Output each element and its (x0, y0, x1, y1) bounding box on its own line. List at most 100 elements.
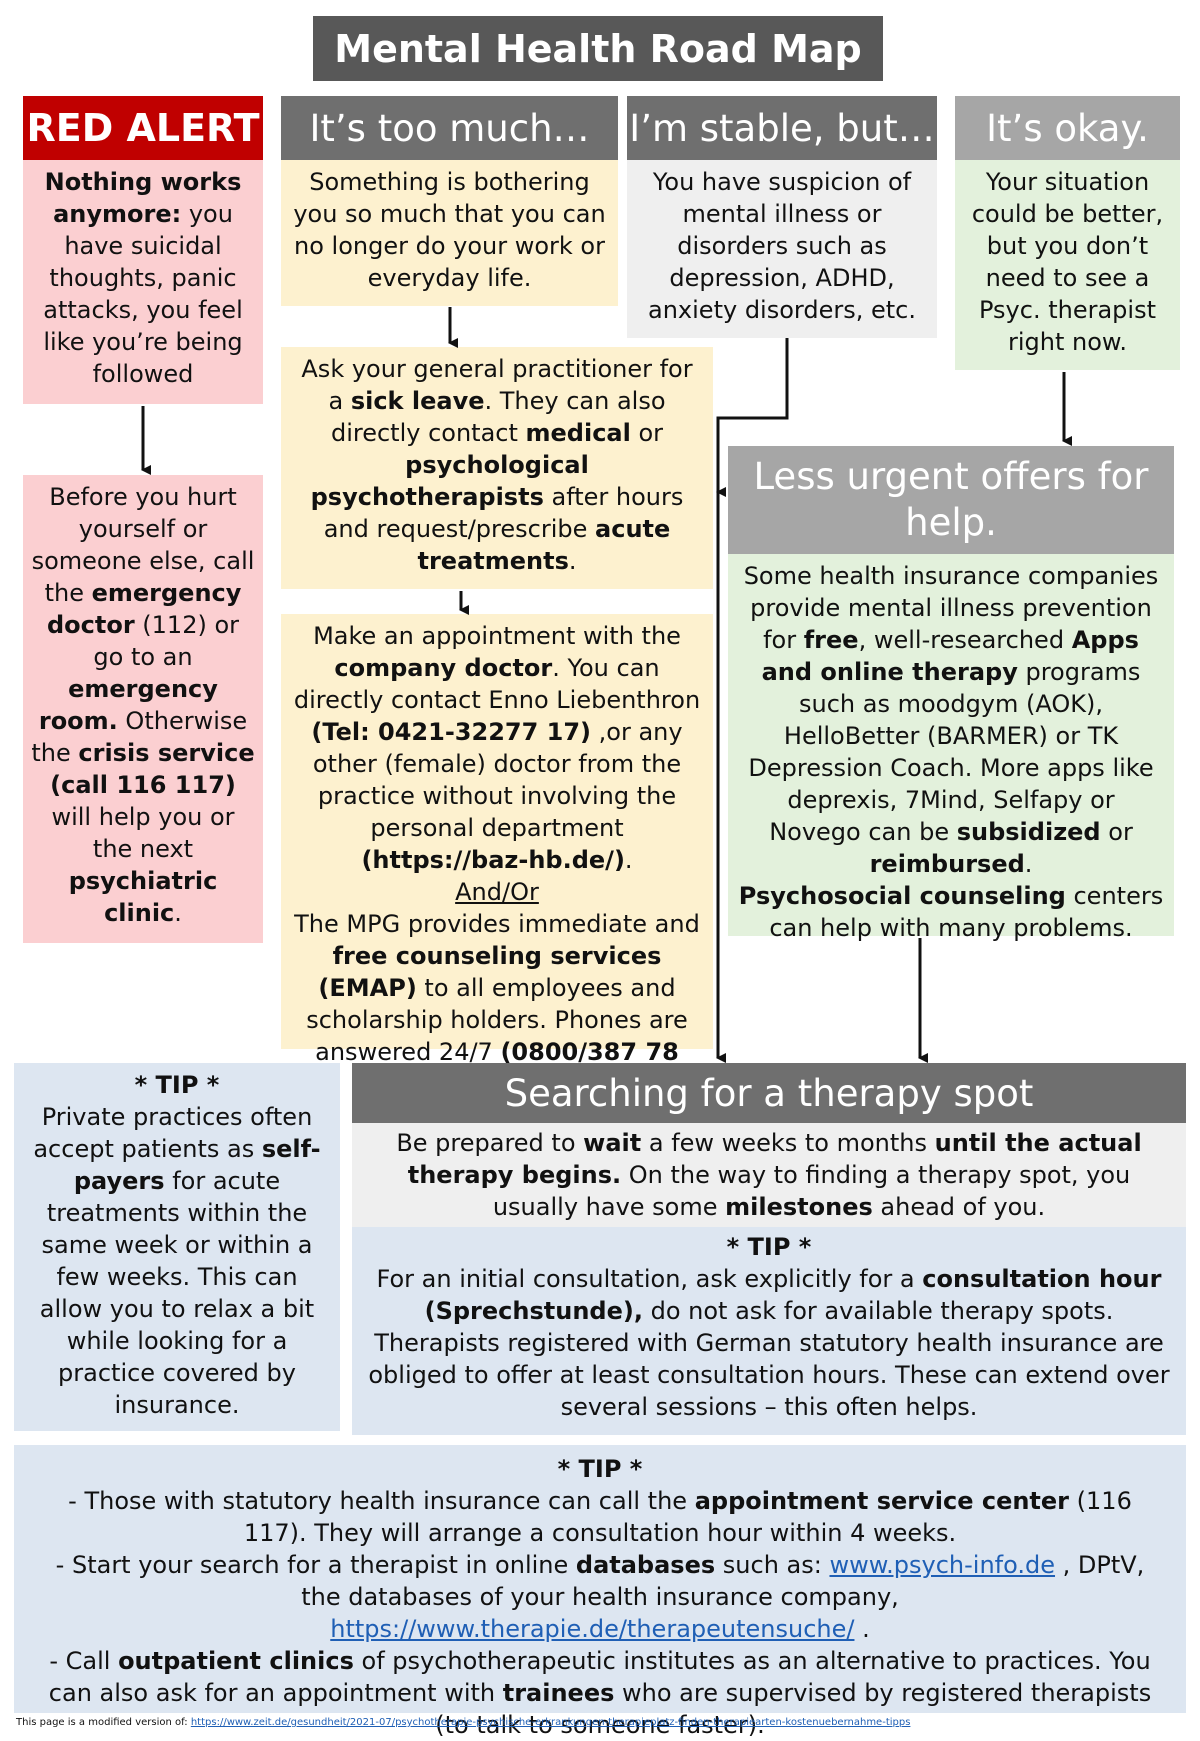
less-urgent-text-5: . (1024, 850, 1033, 878)
therapy-text-1: Be prepared to (396, 1129, 584, 1157)
therapy-text-2: a few weeks to months (641, 1129, 935, 1157)
company-doctor-step: Make an appointment with the company doc… (281, 614, 713, 1098)
psychiatric-clinic-text: psychiatric clinic (68, 867, 218, 927)
subsidized-text: subsidized (956, 818, 1101, 846)
sick-leave-text: sick leave (350, 387, 485, 415)
and-or-text: And/Or (455, 878, 539, 906)
milestones-text: milestones (725, 1193, 873, 1221)
footer: This page is a modified version of: http… (16, 1716, 910, 1730)
psychotherapists-text: psychological psychotherapists (310, 451, 589, 511)
reimbursed-text: reimbursed (869, 850, 1025, 878)
tip-l2-text-4: . (854, 1615, 870, 1643)
therapy-tip-text-1: For an initial consultation, ask explici… (376, 1265, 923, 1293)
arrow-stable (716, 338, 789, 497)
therapy-text-4: ahead of you. (872, 1193, 1046, 1221)
emergency-room-text: emergency room. (38, 675, 218, 735)
okay-description: Your situation could be better, but you … (955, 160, 1180, 370)
step2-text-3: ,or any other (female) doctor from the p… (312, 718, 683, 842)
step2-text-2: . You can directly contact Enno Liebenth… (293, 654, 701, 714)
too-much-description: Something is bothering you so much that … (281, 160, 618, 306)
crisis-service-text: crisis service (call 116 117) (50, 739, 255, 799)
step2-text-4: . (624, 846, 633, 874)
red-action-text-1: Before you hurt yourself or someone else… (31, 483, 255, 607)
red-alert-text: you have suicidal thoughts, panic attack… (43, 200, 243, 388)
red-action-text-4: will help you or the next (51, 803, 235, 863)
step1-text-3: or (630, 419, 664, 447)
red-alert-bold-text: Nothing works anymore: (44, 168, 242, 228)
tip-l3-text-1: - Call (49, 1647, 119, 1675)
okay-text: Your situation could be better, but you … (971, 168, 1164, 356)
stable-text: You have suspicion of mental illness or … (648, 168, 916, 324)
tip-bottom-heading: * TIP * (557, 1455, 643, 1483)
footer-text: This page is a modified version of: (16, 1717, 191, 1728)
tip-left-text-2: for acute treatments within the same wee… (39, 1167, 315, 1419)
free-text: free (803, 626, 859, 654)
red-action-text-2: (112) or go to an (93, 611, 240, 671)
trainees-text: trainees (502, 1679, 615, 1707)
tip-bottom-line-2: - Start your search for a therapist in o… (44, 1549, 1156, 1645)
databases-text: databases (575, 1551, 716, 1579)
step1-text-5: . (568, 547, 577, 575)
step2-text-1: Make an appointment with the (313, 622, 681, 650)
psych-info-link[interactable]: www.psych-info.de (829, 1551, 1056, 1579)
therapy-spot-tip: * TIP * For an initial consultation, ask… (352, 1227, 1186, 1435)
less-urgent-text-4: or (1100, 818, 1133, 846)
tip-bottom-line-1: - Those with statutory health insurance … (44, 1485, 1156, 1549)
tip-bottom-line-3: - Call outpatient clinics of psychothera… (44, 1645, 1156, 1741)
less-urgent-text-1: Some health insurance companies provide … (743, 562, 1159, 654)
tip-l2-text-3: , DPtV, the databases of your health ins… (301, 1551, 1145, 1611)
page-title: Mental Health Road Map (313, 16, 883, 81)
red-alert-description: Nothing works anymore: you have suicidal… (23, 160, 263, 404)
tip-left-text-1: Private practices often accept patients … (33, 1103, 313, 1163)
stable-header: I’m stable, but… (627, 96, 937, 160)
footer-source-link[interactable]: https://www.zeit.de/gesundheit/2021-07/p… (190, 1717, 911, 1728)
therapy-text-3: On the way to finding a therapy spot, yo… (492, 1161, 1131, 1221)
acute-treatments-text: acute treatments (417, 515, 671, 575)
wait-text: wait (583, 1129, 642, 1157)
red-action-text-5: . (174, 899, 182, 927)
tip-l3-text-2: of psychotherapeutic institutes as an al… (48, 1647, 1151, 1707)
too-much-text: Something is bothering you so much that … (293, 168, 606, 292)
stable-description: You have suspicion of mental illness or … (627, 160, 937, 338)
tip-left: * TIP * Private practices often accept p… (14, 1063, 340, 1431)
therapie-de-link[interactable]: https://www.therapie.de/therapeutensuche… (330, 1615, 855, 1643)
baz-link-text[interactable]: (https://baz-hb.de/) (361, 846, 625, 874)
company-doctor-text: company doctor (334, 654, 553, 682)
tip-l2-text-1: - Start your search for a therapist in o… (55, 1551, 576, 1579)
phone-number-text: (Tel: 0421-32277 17) (311, 718, 592, 746)
therapy-spot-description: Be prepared to wait a few weeks to month… (352, 1123, 1186, 1227)
step1-text-2: . They can also directly contact (330, 387, 666, 447)
too-much-header: It’s too much… (281, 96, 618, 160)
step1-text-1: Ask your general practitioner for a (301, 355, 693, 415)
tip-left-heading: * TIP * (134, 1071, 220, 1099)
psychosocial-counseling-text: Psychosocial counseling (738, 882, 1066, 910)
therapy-begins-text: until the actual therapy begins. (407, 1129, 1142, 1189)
less-urgent-text-3: programs such as moodgym (AOK), HelloBet… (748, 658, 1154, 846)
sick-leave-step: Ask your general practitioner for a sick… (281, 347, 713, 589)
self-payers-text: self-payers (73, 1135, 321, 1195)
red-alert-action: Before you hurt yourself or someone else… (23, 475, 263, 943)
therapy-tip-heading: * TIP * (726, 1233, 812, 1261)
step1-text-4: after hours and request/prescribe (323, 483, 684, 543)
less-urgent-header: Less urgent offers for help. (728, 446, 1174, 554)
red-action-text-3: Otherwise the (31, 707, 248, 767)
therapy-spot-header: Searching for a therapy spot (352, 1063, 1186, 1123)
outpatient-clinics-text: outpatient clinics (118, 1647, 354, 1675)
consultation-hour-text: consultation hour (Sprechstunde), (424, 1265, 1162, 1325)
emergency-doctor-text: emergency doctor (46, 579, 242, 639)
less-urgent-text-2: , well-researched (858, 626, 1072, 654)
apps-online-therapy-text: Apps and online therapy (761, 626, 1139, 686)
less-urgent-description: Some health insurance companies provide … (728, 554, 1174, 942)
therapy-tip-text-2: do not ask for available therapy spots. … (368, 1297, 1170, 1421)
step2-text-6: to all employees and scholarship holders… (306, 974, 688, 1066)
less-urgent-text-6: centers can help with many problems. (769, 882, 1164, 942)
emap-text: free counseling services (EMAP) (318, 942, 662, 1002)
appointment-service-text: appointment service center (694, 1487, 1070, 1515)
red-alert-header: RED ALERT (23, 96, 263, 160)
okay-header: It’s okay. (955, 96, 1180, 160)
tip-l1-text-1: - Those with statutory health insurance … (68, 1487, 695, 1515)
step2-text-5: The MPG provides immediate and (294, 910, 700, 938)
tip-bottom: * TIP * - Those with statutory health in… (14, 1445, 1186, 1739)
tip-l2-text-2: such as: (715, 1551, 830, 1579)
